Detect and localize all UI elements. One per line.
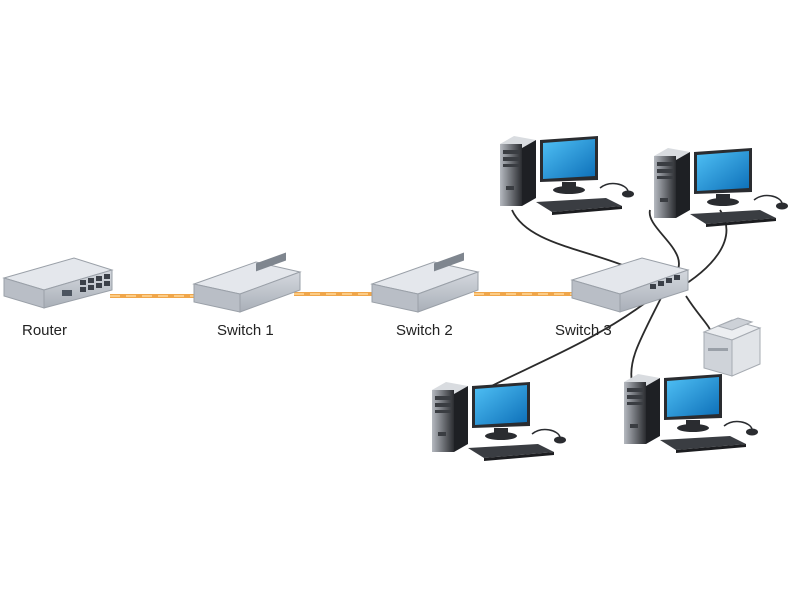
desktop-computer-icon <box>623 373 759 454</box>
switch-2-label: Switch 2 <box>396 322 453 339</box>
desktop-computer-icon <box>431 381 567 462</box>
switch-1-label: Switch 1 <box>217 322 274 339</box>
switch-3-icon <box>570 257 690 313</box>
switch-2-icon <box>371 252 479 313</box>
uplink-cables <box>110 292 574 298</box>
router-icon <box>2 257 114 309</box>
desktop-computer-icon <box>499 135 635 216</box>
printer-icon <box>702 317 762 377</box>
switch-1-icon <box>193 252 301 313</box>
desktop-computer-icon <box>653 147 789 228</box>
router-label: Router <box>22 322 68 339</box>
switch-3-label: Switch 3 <box>555 322 612 339</box>
